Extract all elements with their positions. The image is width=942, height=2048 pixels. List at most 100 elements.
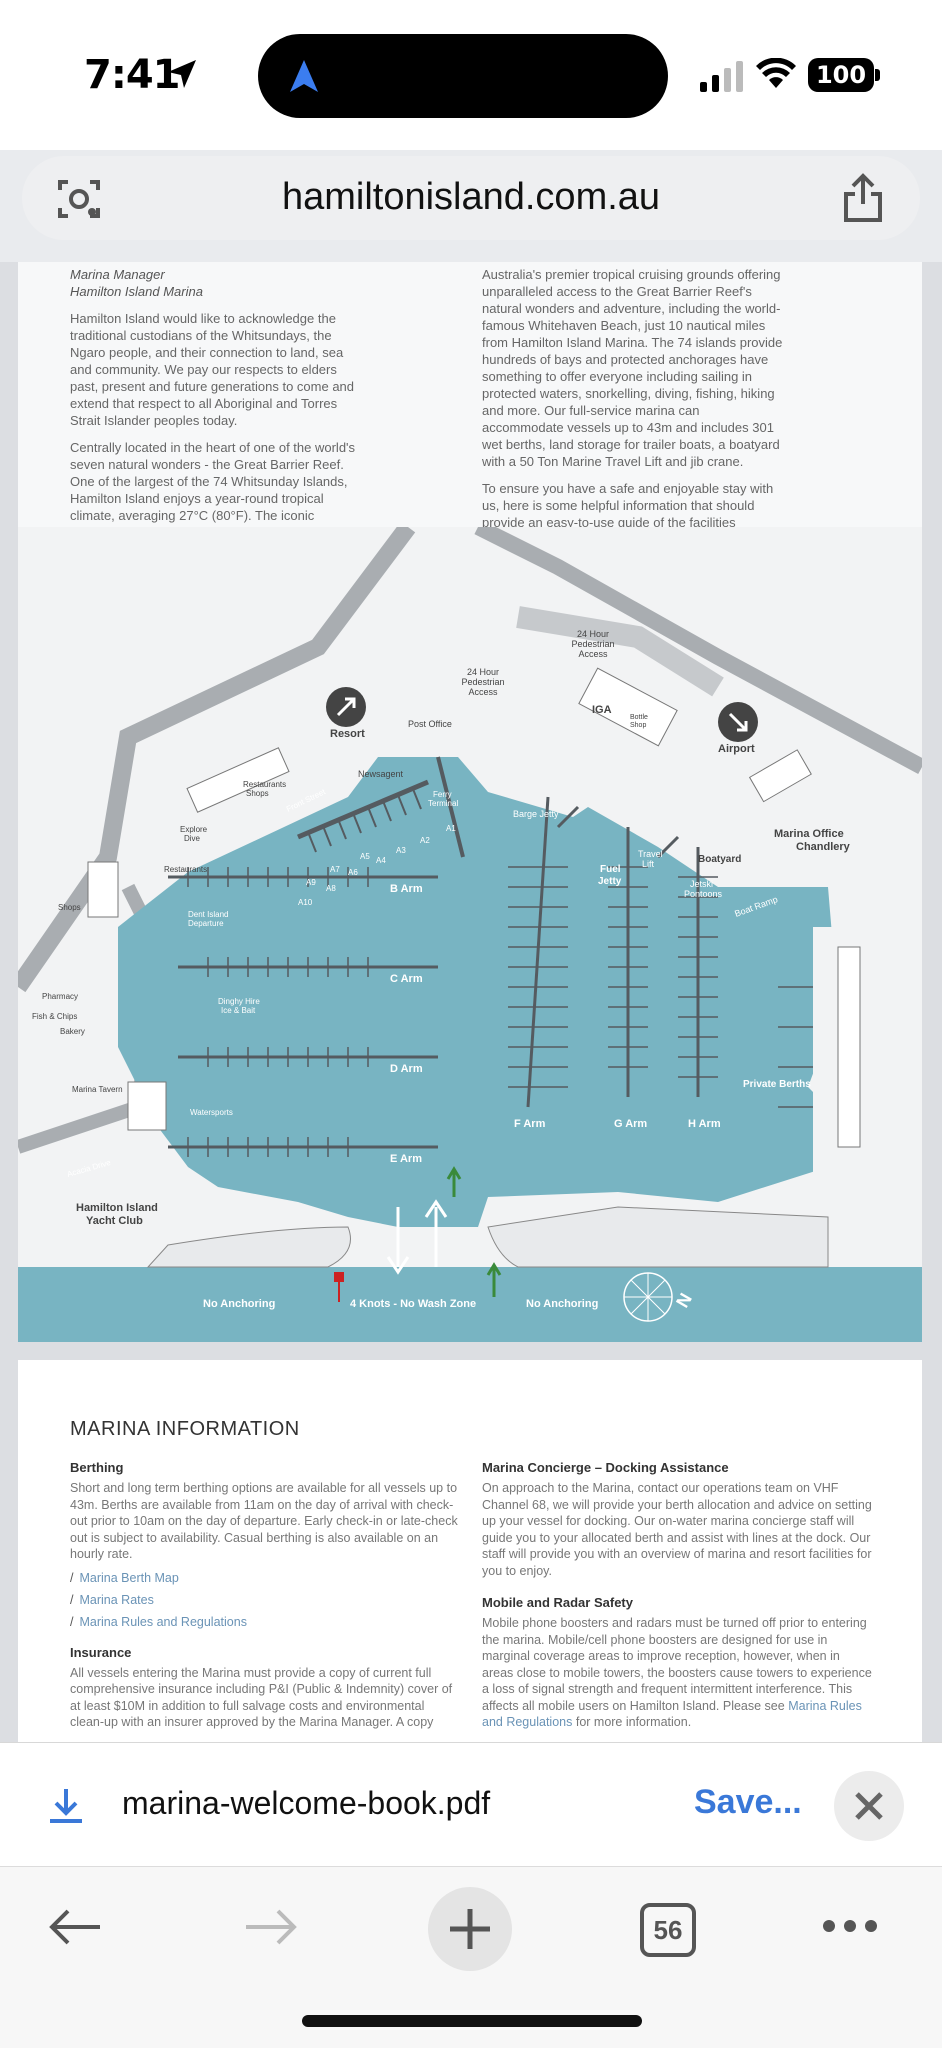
marina-office-building — [748, 749, 812, 803]
a-berth-pontoon — [297, 779, 429, 840]
back-arrow-icon[interactable] — [48, 1907, 102, 1947]
marina-information-title: MARINA INFORMATION — [70, 1418, 300, 1440]
barge-jetty-label: Barge Jetty — [513, 809, 559, 819]
save-button[interactable]: Save... — [694, 1783, 802, 1821]
h-arm-label: H Arm — [688, 1118, 721, 1130]
pharmacy-label: Pharmacy — [42, 992, 78, 1001]
private-berths-label: Private Berths — [743, 1079, 811, 1090]
cruising-paragraph: Australia's premier tropical cruising gr… — [482, 267, 783, 469]
right-pontoon-fingers — [508, 866, 813, 1108]
svg-text:A3: A3 — [396, 846, 406, 855]
marina-tavern-building — [127, 1081, 167, 1131]
close-icon — [855, 1792, 883, 1820]
shops-building — [87, 861, 119, 918]
address-bar[interactable]: hamiltonisland.com.au — [22, 156, 920, 240]
outbound-arrow-icon — [424, 1199, 448, 1267]
no-anchoring-left-label: No Anchoring — [203, 1298, 275, 1310]
radar-heading: Mobile and Radar Safety — [482, 1595, 633, 1610]
battery-indicator: 100 — [808, 58, 874, 92]
marina-map: Resort Airport Post Office Newsagent 24 … — [18, 527, 922, 1342]
new-tab-button[interactable] — [428, 1887, 512, 1971]
marina-office-label: Marina Office — [774, 828, 844, 840]
boatyard-label: Boatyard — [698, 854, 741, 865]
right-pontoons — [526, 796, 700, 1108]
bakery-label: Bakery — [60, 1027, 85, 1036]
download-filename: marina-welcome-book.pdf — [122, 1785, 491, 1821]
tab-switcher-button[interactable]: 56 — [640, 1903, 696, 1957]
barge-jetty — [436, 756, 465, 858]
home-indicator — [302, 2015, 642, 2027]
concierge-section: Marina Concierge – Docking Assistance On… — [482, 1460, 872, 1731]
east-breakwater — [487, 1206, 829, 1268]
radar-rules-link[interactable]: Marina Rules and Regulations — [482, 1698, 862, 1730]
close-download-button[interactable] — [834, 1771, 904, 1841]
front-street-road — [18, 527, 416, 993]
wifi-icon — [756, 58, 796, 88]
green-channel-marker-icon — [446, 1166, 462, 1197]
restaurants-label: Restaurants — [164, 865, 207, 874]
navigation-icon — [290, 60, 318, 92]
share-icon[interactable] — [840, 172, 886, 224]
acknowledgement-paragraph: Hamilton Island would like to acknowledg… — [70, 311, 355, 428]
airport-road — [474, 527, 922, 775]
dynamic-island — [258, 34, 668, 118]
shops-label: Shops — [58, 903, 81, 912]
url-text[interactable]: hamiltonisland.com.au — [281, 176, 661, 218]
watersports-label: Watersports — [190, 1108, 233, 1117]
b-arm-label: B Arm — [390, 883, 423, 895]
newsagent-label: Newsagent — [358, 769, 404, 779]
g-arm-label: G Arm — [614, 1118, 647, 1130]
e-arm-label: E Arm — [390, 1153, 422, 1165]
d-arm-label: D Arm — [390, 1063, 423, 1075]
cellular-signal-icon — [700, 61, 743, 92]
svg-text:A8: A8 — [326, 884, 336, 893]
marina-rates-link[interactable]: /Marina Rates — [70, 1592, 154, 1607]
more-dots-icon[interactable] — [822, 1919, 878, 1933]
plus-icon — [450, 1909, 490, 1949]
berth-map-link[interactable]: /Marina Berth Map — [70, 1570, 179, 1585]
svg-text:A1: A1 — [446, 824, 456, 833]
svg-text:A2: A2 — [420, 836, 430, 845]
svg-text:A9: A9 — [306, 878, 316, 887]
camera-lens-icon[interactable] — [56, 176, 102, 222]
pdf-page-2: MARINA INFORMATION Berthing Short and lo… — [18, 1360, 922, 1742]
iga-building — [578, 667, 678, 747]
concierge-heading: Marina Concierge – Docking Assistance — [482, 1460, 729, 1475]
forward-arrow-icon[interactable] — [244, 1907, 298, 1947]
marina-tavern-label: Marina Tavern — [72, 1085, 123, 1094]
clock: 7:41 — [84, 52, 180, 98]
radar-text: Mobile phone boosters and radars must be… — [482, 1616, 872, 1730]
sea — [18, 1267, 922, 1342]
download-bar: marina-welcome-book.pdf Save... — [0, 1742, 942, 1866]
concierge-text: On approach to the Marina, contact our o… — [482, 1481, 872, 1578]
iga-label: IGA — [592, 704, 612, 716]
svg-text:A10: A10 — [298, 898, 313, 907]
svg-text:A5: A5 — [360, 852, 370, 861]
resort-label: Resort — [330, 728, 365, 740]
west-breakwater — [146, 1226, 351, 1268]
private-berth-sheds — [837, 946, 861, 1148]
marina-basin — [118, 757, 838, 1227]
wash-zone-label: 4 Knots - No Wash Zone — [350, 1298, 476, 1310]
rules-regulations-link[interactable]: /Marina Rules and Regulations — [70, 1614, 247, 1629]
berthing-section: Berthing Short and long term berthing op… — [70, 1460, 458, 1731]
insurance-heading: Insurance — [70, 1644, 132, 1660]
svg-text:A6: A6 — [348, 868, 358, 877]
a-berth-labels: A1 A2 A3 A4 A5 A6 A7 A8 A9 A10 — [298, 824, 456, 907]
svg-text:A7: A7 — [330, 865, 340, 874]
fish-chips-label: Fish & Chips — [32, 1012, 77, 1021]
airport-label: Airport — [718, 743, 755, 755]
